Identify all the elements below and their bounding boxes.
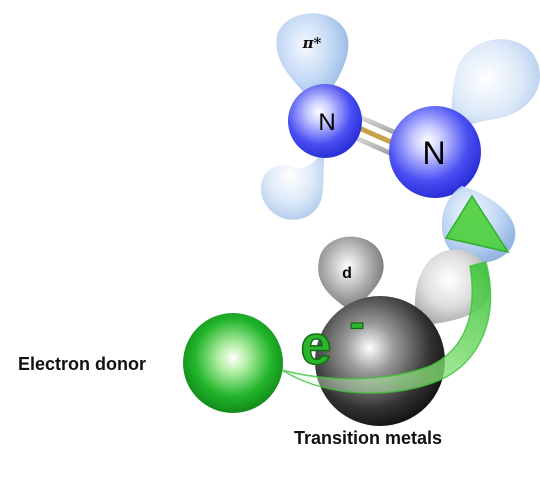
nitrogen-atom-right: N	[389, 106, 481, 198]
nitrogen-atom-left: N	[288, 84, 362, 158]
pi-star-label: π*	[302, 34, 322, 52]
transition-metals-label: Transition metals	[294, 428, 443, 448]
nitrogen-left-label: N	[318, 109, 335, 136]
upper-right-orbital	[442, 39, 540, 138]
electron-label: e	[300, 313, 331, 376]
electron-donor-atom	[183, 313, 283, 413]
d-orbital: d	[318, 236, 384, 312]
curved-arrow-icon	[281, 194, 510, 394]
pi-star-orbital: π*	[276, 13, 349, 108]
lower-left-orbital	[260, 146, 326, 220]
electron-donor-label: Electron donor	[18, 354, 147, 374]
transition-metal-atom	[315, 296, 445, 426]
electron-symbol: e -	[300, 295, 366, 376]
d-orbital-label: d	[342, 265, 352, 282]
nitrogen-right-label: N	[422, 135, 445, 171]
electron-charge-label: -	[349, 296, 364, 348]
